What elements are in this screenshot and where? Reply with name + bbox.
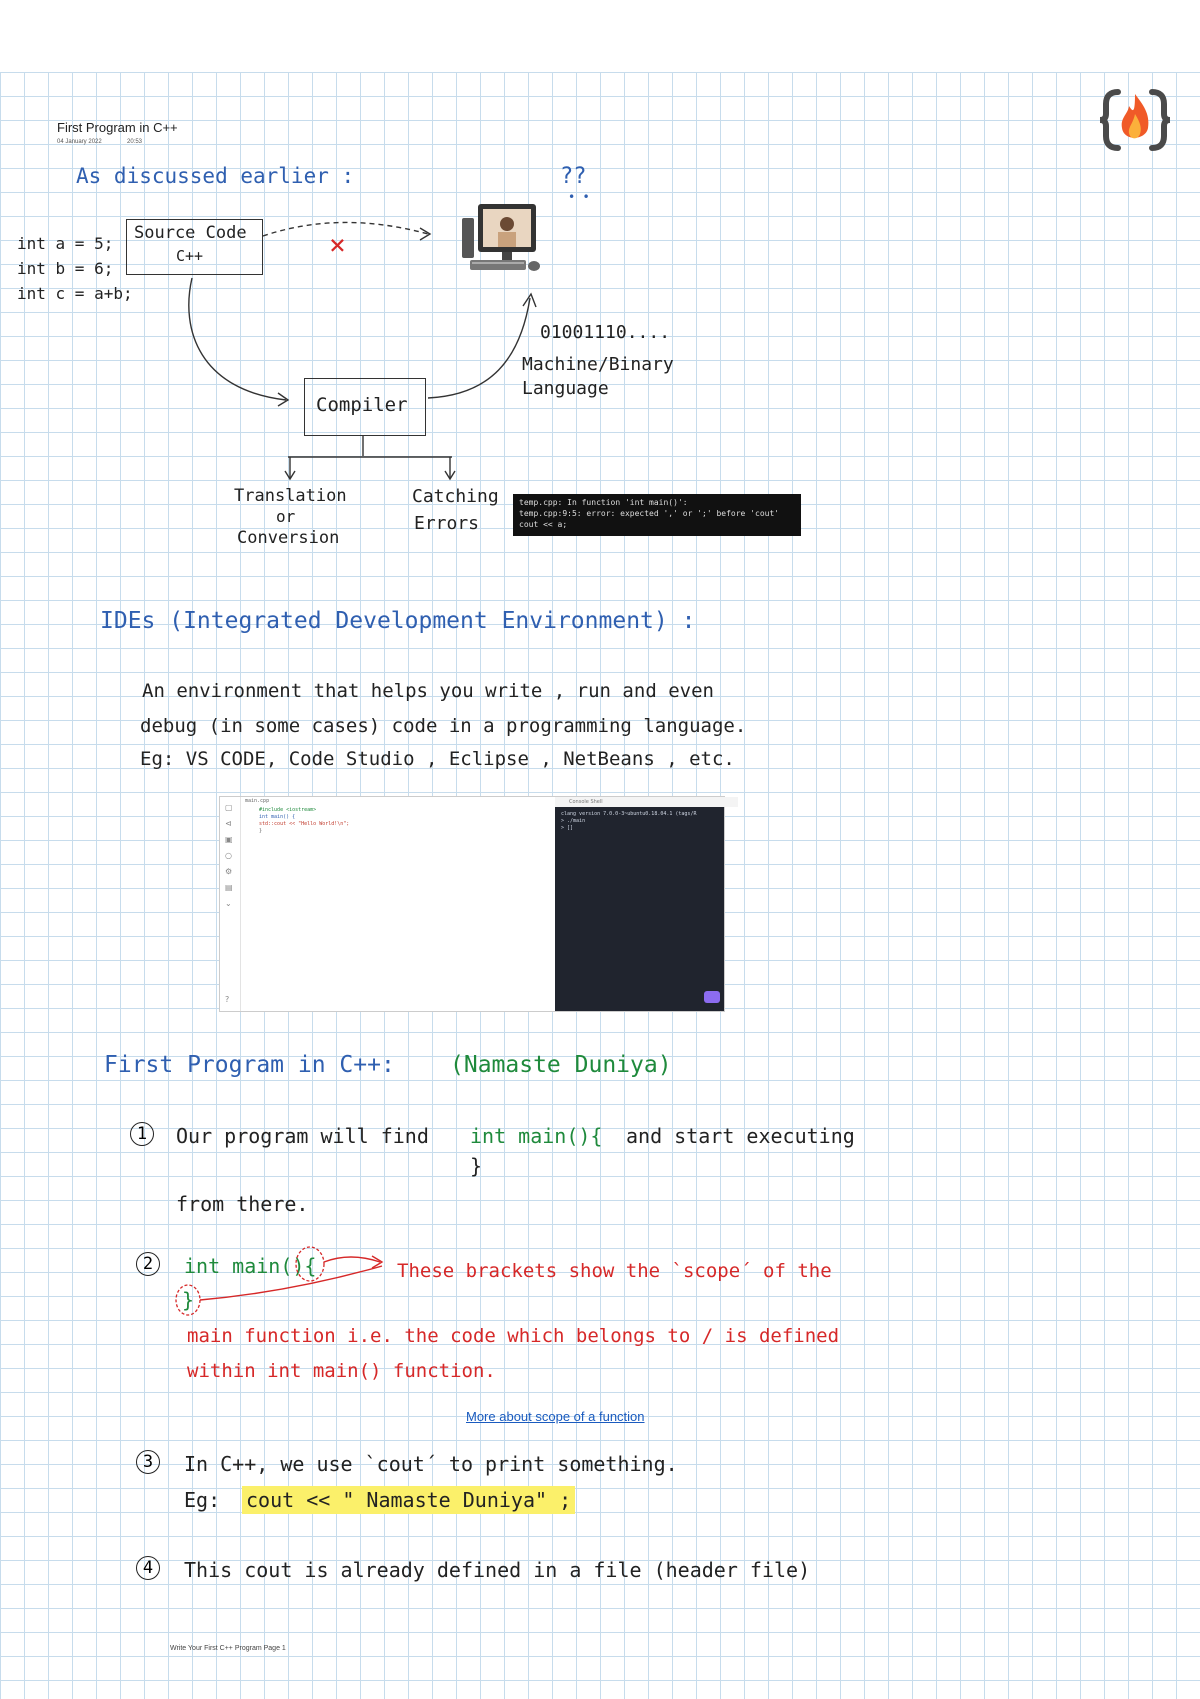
dashed-arrow — [262, 221, 429, 237]
code-line: #include <iostream> — [259, 807, 317, 813]
source-code-label: Source Code — [134, 223, 247, 243]
point-2-marker: 2 — [136, 1252, 160, 1276]
point-3-code-example: cout << " Namaste Duniya" ; — [242, 1486, 576, 1514]
binary-code: 01001110.... — [540, 322, 671, 343]
catching-label-2: Errors — [414, 513, 480, 534]
terminal-line: temp.cpp: In function 'int main()': — [519, 498, 688, 507]
scope-link[interactable]: More about scope of a function — [466, 1409, 645, 1424]
editor-code: #include <iostream> int main() { std::co… — [259, 807, 349, 835]
namaste-duniya-heading: (Namaste Duniya) — [450, 1052, 672, 1078]
code-line: int main() { — [259, 814, 296, 820]
point-1-brace: } — [470, 1154, 483, 1178]
share-icon: ⊲ — [225, 819, 232, 828]
point-2-note-line-2: main function i.e. the code which belong… — [187, 1325, 840, 1347]
point-1-code: int main(){ — [470, 1124, 603, 1148]
point-3-marker: 3 — [136, 1450, 160, 1474]
ides-heading: IDEs (Integrated Development Environment… — [100, 608, 696, 634]
point-2-note: These brackets show the `scope´ of the — [397, 1260, 832, 1282]
question-marks: ?? — [560, 164, 587, 189]
terminal-line: temp.cpp:9:5: error: expected ',' or ';'… — [519, 509, 780, 518]
chevron-icon: ⌄ — [225, 899, 232, 908]
point-4-text: This cout is already defined in a file (… — [184, 1558, 811, 1582]
cross-mark: × — [329, 228, 346, 261]
translation-label-2: or — [276, 507, 296, 526]
database-icon: ▤ — [225, 883, 233, 892]
ides-definition-line-1: An environment that helps you write , ru… — [142, 680, 714, 702]
point-3-text: In C++, we use `cout´ to print something… — [184, 1452, 678, 1476]
package-icon: ▣ — [225, 835, 233, 844]
point-1-text-end: and start executing — [626, 1124, 855, 1148]
ides-definition-line-2: debug (in some cases) code in a programm… — [140, 715, 747, 737]
compiler-to-computer-arrow — [427, 297, 531, 399]
help-icon: ? — [225, 995, 230, 1004]
compiler-branch — [288, 436, 452, 478]
page-title: First Program in C++ — [57, 120, 178, 135]
ide-editor: main.cpp #include <iostream> int main() … — [241, 797, 566, 1011]
code-line: std::cout << "Hello World!\n"; — [259, 821, 350, 827]
point-2-note-line-3: within int main() function. — [187, 1360, 496, 1382]
translation-label-1: Translation — [234, 486, 347, 506]
chat-icon[interactable] — [704, 991, 720, 1003]
point-4-marker: 4 — [136, 1556, 160, 1580]
catching-label-1: Catching — [412, 486, 499, 507]
page-date: 04 January 2022 — [57, 139, 102, 145]
compiler-error-output: temp.cpp: In function 'int main()': temp… — [513, 494, 801, 536]
machine-language-label: Machine/Binary — [522, 354, 674, 375]
computer-icon — [454, 200, 544, 282]
terminal-line: cout << a; — [519, 520, 568, 529]
source-code-box — [126, 219, 263, 275]
console-tabs: Console Shell — [555, 797, 738, 807]
point-2-brace: } — [182, 1288, 195, 1312]
page-time: 20:53 — [127, 139, 143, 145]
machine-language-label-2: Language — [522, 378, 609, 399]
console-line: > [] — [561, 825, 574, 831]
code-line: } — [259, 828, 263, 834]
console-line: clang version 7.0.0-3~ubuntu0.18.04.1 (t… — [561, 811, 697, 817]
ide-screenshot: ▢ ⊲ ▣ ○ ⚙ ▤ ⌄ ? main.cpp #include <iostr… — [219, 796, 738, 1012]
compiler-label: Compiler — [316, 394, 408, 416]
compiler-box — [304, 378, 426, 436]
point-1-text-continued: from there. — [176, 1192, 309, 1216]
file-icon: ▢ — [225, 803, 233, 812]
code-line-3: int c = a+b; — [17, 284, 133, 303]
code-line-1: int a = 5; — [17, 234, 114, 253]
scope-arrows — [175, 1246, 384, 1316]
page-footer: Write Your First C++ Program Page 1 — [170, 1645, 286, 1652]
source-to-compiler-arrow — [188, 277, 287, 401]
editor-tab: main.cpp — [245, 798, 270, 804]
code-line-2: int b = 6; — [17, 259, 114, 278]
diagram-arrows — [188, 221, 537, 481]
circle-icon: ○ — [225, 851, 232, 860]
ide-sidebar: ▢ ⊲ ▣ ○ ⚙ ▤ ⌄ ? — [220, 797, 241, 1011]
translation-label-3: Conversion — [237, 528, 340, 548]
point-1-text: Our program will find — [176, 1124, 429, 1148]
ide-console: clang version 7.0.0-3~ubuntu0.18.04.1 (t… — [555, 807, 724, 1011]
point-3-eg-label: Eg: — [184, 1488, 221, 1512]
point-1-marker: 1 — [130, 1122, 154, 1146]
code-fire-logo — [1098, 84, 1172, 156]
settings-icon: ⚙ — [225, 867, 233, 876]
top-margin — [0, 0, 1200, 72]
source-code-language: C++ — [176, 247, 204, 265]
console-line: > ./main — [561, 818, 586, 824]
section1-heading: As discussed earlier : — [76, 164, 355, 188]
question-dots: • • — [568, 190, 590, 204]
ides-examples: Eg: VS CODE, Code Studio , Eclipse , Net… — [140, 748, 735, 770]
point-2-code: int main(){ — [184, 1254, 317, 1278]
first-program-heading: First Program in C++: — [104, 1052, 395, 1078]
